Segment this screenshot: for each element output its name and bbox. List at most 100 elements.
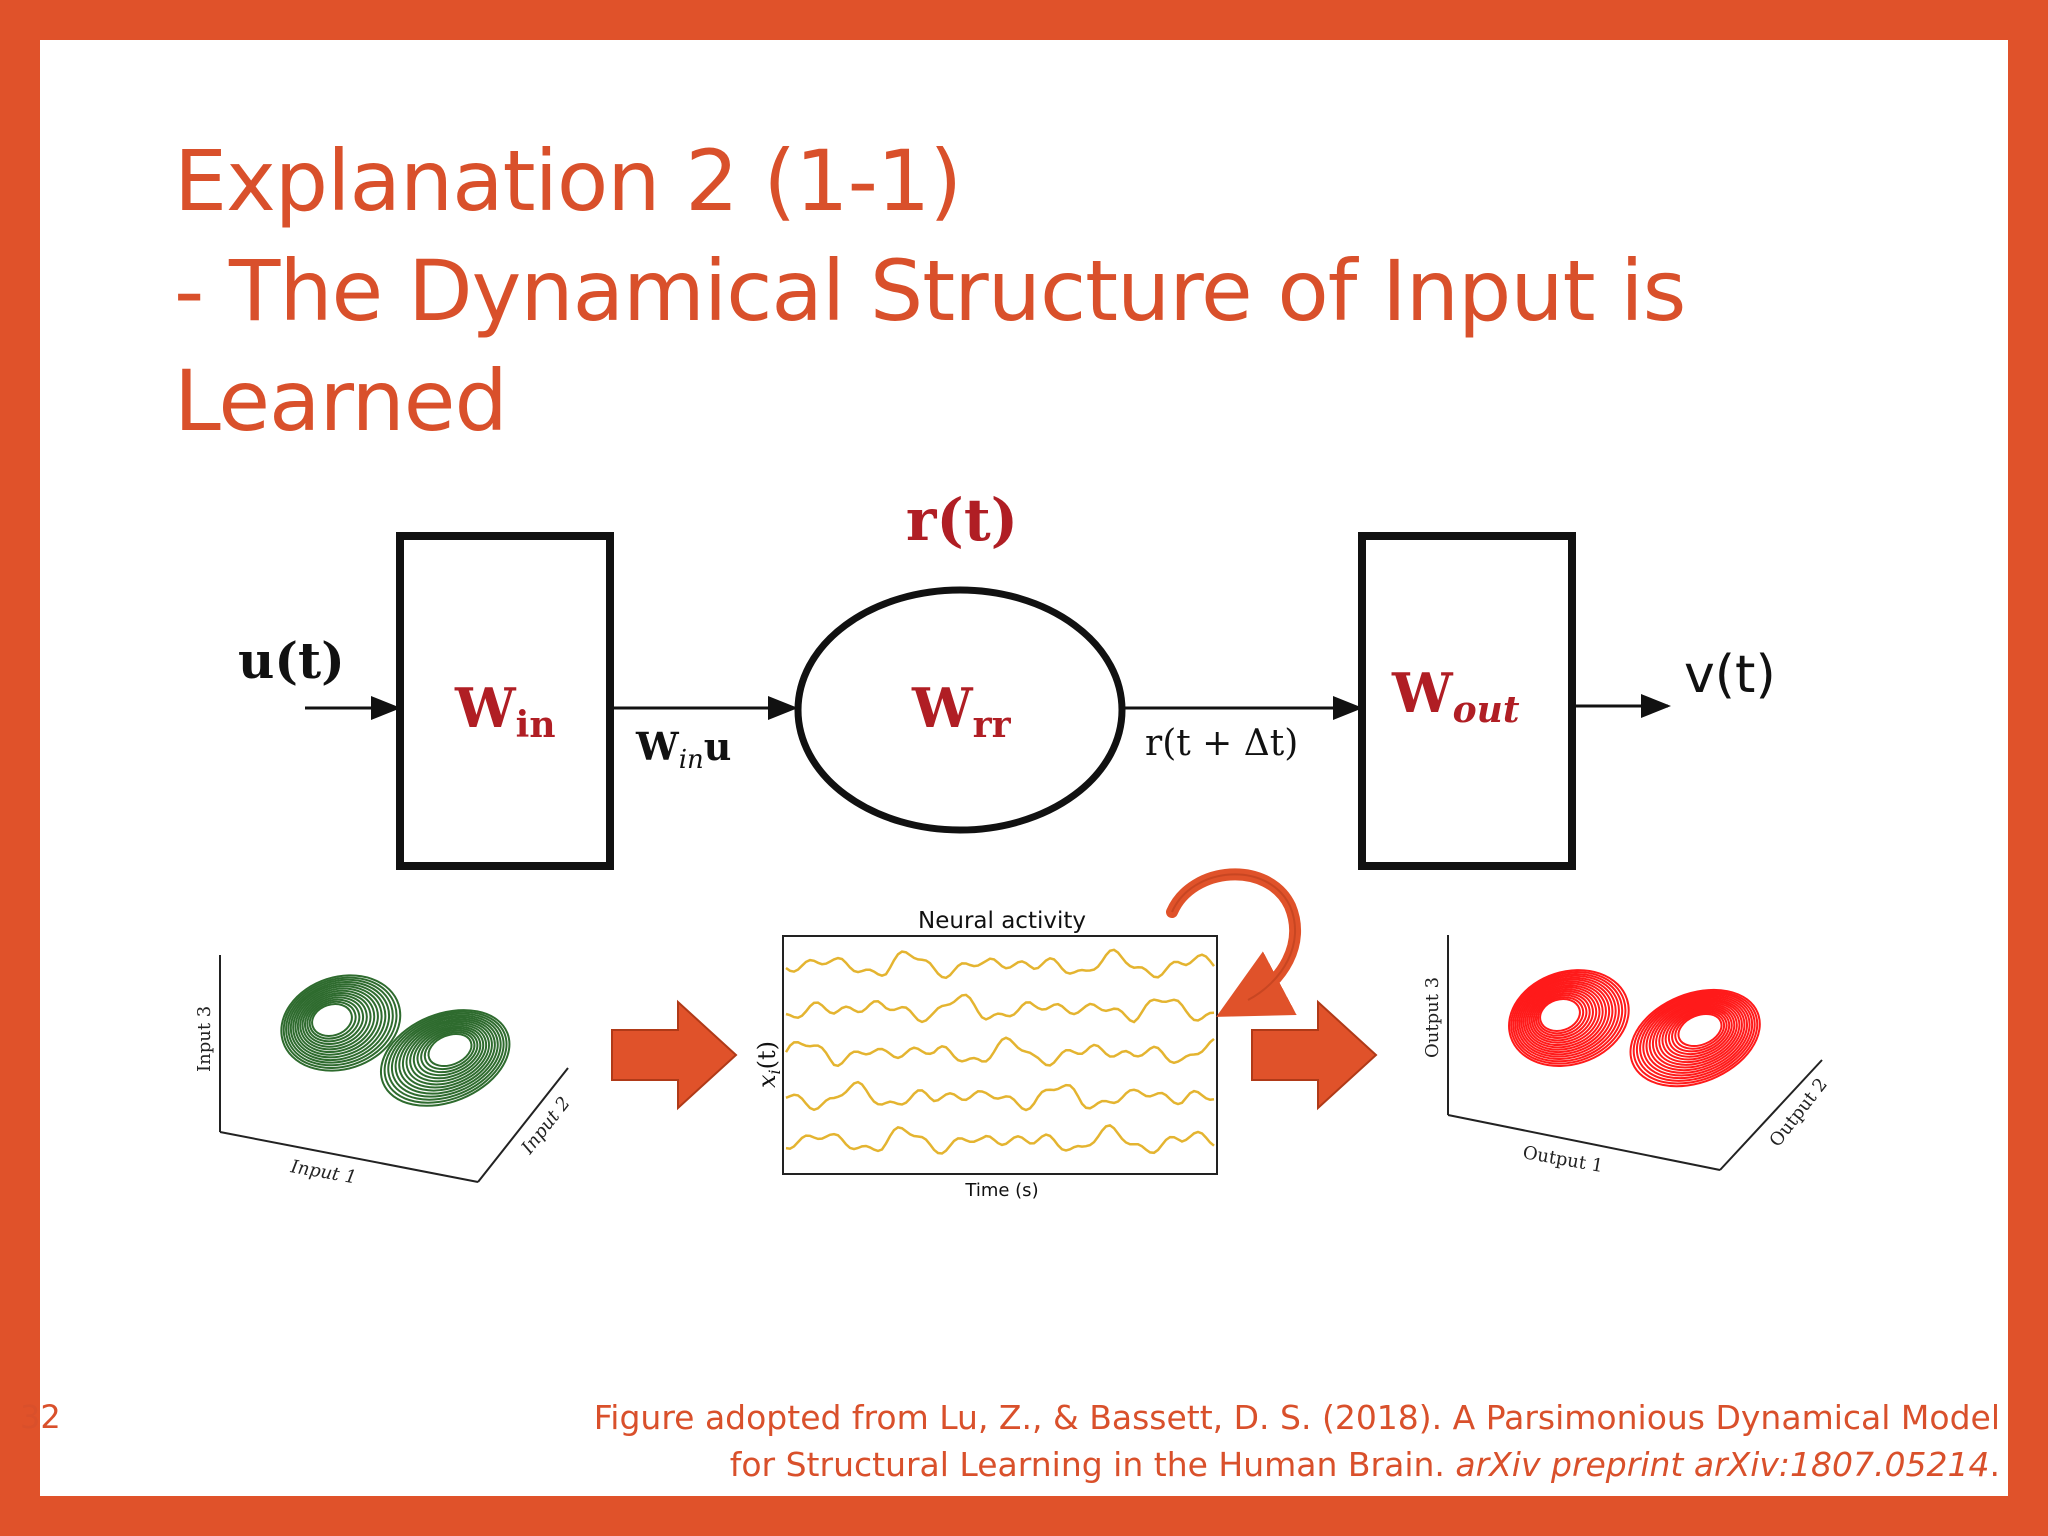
slide-canvas: [40, 40, 2008, 1496]
wout-box: [1358, 532, 1576, 870]
attractor-loop: [1645, 996, 1749, 1074]
attractor-loop: [1674, 1011, 1726, 1050]
attractor-loop: [1639, 993, 1754, 1080]
input-x-label: Input 1: [288, 1156, 358, 1188]
input-to-activity-arrow: [611, 999, 738, 1111]
r-next-label: r(t + Δt): [1145, 723, 1298, 764]
neural-activity-ylabel: xi(t): [753, 1041, 784, 1088]
attractor-loop: [1648, 998, 1746, 1072]
attractor-loop: [1532, 992, 1591, 1039]
activity-trace: [785, 993, 1215, 1024]
wout-label: Wout: [1391, 661, 1520, 731]
attractor-loop: [1522, 982, 1607, 1051]
attractor-loop: [287, 980, 391, 1064]
input-z-label: Input 3: [194, 1006, 215, 1072]
output-z-label: Output 3: [1422, 977, 1443, 1058]
wrr-label: Wrr: [911, 676, 1012, 746]
attractor-loop: [1539, 998, 1581, 1032]
attractor-loop: [308, 1000, 357, 1040]
input-label: u(t): [238, 631, 345, 690]
citation-line-1: Figure adopted from Lu, Z., & Bassett, D…: [593, 1398, 2000, 1437]
attractor-loop: [304, 996, 365, 1045]
neural-activity-traces: [784, 948, 1215, 1155]
attractor-loop: [1518, 978, 1614, 1056]
attractor-loop: [299, 992, 372, 1051]
input-attractor-loops: [280, 974, 511, 1107]
attractor-loop: [1664, 1006, 1733, 1058]
recurrent-arrow-outline: [1171, 873, 1296, 1001]
input-y-axis: [477, 1067, 569, 1183]
block-diagram: u(t) Win Winu r(t) Wrr r(t + Δt) Wout v(…: [238, 486, 1776, 870]
attractor-loop: [1534, 994, 1588, 1037]
citation-line-2: for Structural Learning in the Human Bra…: [729, 1445, 1456, 1484]
attractor-loop: [405, 1021, 491, 1086]
output-attractor-loops: [1508, 969, 1761, 1088]
citation-end: .: [1989, 1445, 2001, 1484]
attractor-loop: [427, 1032, 473, 1068]
attractor-loop: [1537, 996, 1585, 1035]
recurrent-curved-arrow: [1166, 868, 1301, 1017]
attractor-loop: [387, 1012, 505, 1101]
attractor-loop: [379, 1009, 511, 1107]
win-u-label: Winu: [635, 724, 731, 775]
attractor-loop: [1632, 990, 1759, 1085]
input-attractor-plot: Input 3 Input 1 Input 2: [194, 955, 575, 1188]
activity-trace: [785, 1080, 1215, 1112]
attractor-loop: [1629, 988, 1761, 1088]
title-line-2: - The Dynamical Structure of Input is: [174, 242, 1686, 340]
output-label: v(t): [1684, 645, 1776, 705]
figure-citation: Figure adopted from Lu, Z., & Bassett, D…: [500, 1394, 2000, 1488]
slide-title: Explanation 2 (1-1) - The Dynamical Stru…: [174, 126, 1874, 456]
attractor-loop: [285, 978, 394, 1067]
attractor-loop: [1661, 1004, 1736, 1061]
neural-activity-panel: Neural activity xi(t) Time (s): [753, 908, 1218, 1201]
attractor-loop: [1667, 1008, 1731, 1056]
neural-activity-xlabel: Time (s): [964, 1180, 1038, 1201]
attractor-loop: [311, 1003, 353, 1037]
attractor-loop: [1512, 972, 1624, 1063]
attractor-loop: [1677, 1012, 1723, 1048]
attractor-loop: [1671, 1009, 1728, 1053]
attractor-loop: [1642, 995, 1751, 1077]
attractor-loop: [1524, 984, 1604, 1049]
attractor-loop: [1510, 971, 1627, 1065]
attractor-loop: [1655, 1001, 1741, 1066]
citation-arxiv: arXiv preprint arXiv:1807.05214: [1455, 1445, 1990, 1484]
attractor-loop: [301, 994, 368, 1048]
attractor-loop: [1526, 986, 1601, 1046]
attractor-loop: [289, 983, 387, 1061]
attractor-loop: [296, 989, 376, 1053]
attractor-loop: [294, 987, 379, 1056]
output-attractor-plot: Output 3 Output 1 Output 2: [1422, 935, 1832, 1177]
page-number: 32: [20, 1398, 61, 1436]
attractor-loop: [280, 974, 402, 1072]
activity-trace: [785, 948, 1215, 980]
attractor-loop: [306, 998, 361, 1043]
neural-activity-frame: [782, 935, 1218, 1175]
output-x-label: Output 1: [1521, 1142, 1605, 1177]
attractor-loop: [1520, 980, 1611, 1053]
attractor-loop: [390, 1014, 502, 1098]
attractor-loop: [398, 1018, 496, 1092]
win-box: [396, 532, 614, 870]
attractor-loop: [1514, 974, 1620, 1060]
input-x-axis: [219, 1131, 479, 1183]
attractor-loop: [412, 1025, 485, 1080]
attractor-loop: [394, 1016, 499, 1095]
activity-trace: [785, 1124, 1215, 1155]
win-label: Win: [454, 676, 556, 746]
attractor-loop: [1530, 990, 1594, 1042]
reservoir-circle: [794, 586, 1126, 834]
attractor-loop: [401, 1020, 493, 1089]
neural-activity-title: Neural activity: [918, 908, 1086, 934]
output-x-axis: [1447, 1114, 1721, 1171]
attractor-loop: [292, 985, 383, 1059]
attractor-loop: [420, 1029, 479, 1074]
attractor-loop: [1651, 1000, 1743, 1069]
attractor-loop: [416, 1027, 482, 1077]
attractor-loop: [1635, 992, 1756, 1082]
attractor-loop: [1516, 976, 1617, 1058]
activity-to-output-arrow: [1251, 999, 1378, 1111]
attractor-loop: [409, 1023, 488, 1083]
